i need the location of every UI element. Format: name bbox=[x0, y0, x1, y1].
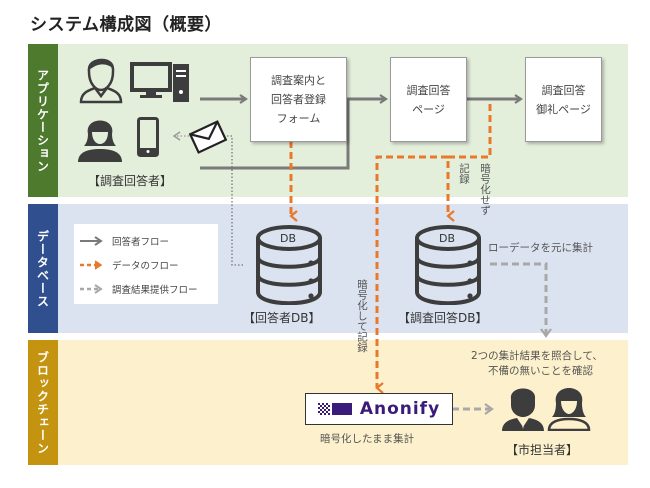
gray-dashed-arrow-icon bbox=[80, 284, 103, 294]
flow-answer-to-blockchain bbox=[375, 155, 448, 394]
survey-db-icon-label: DB bbox=[439, 232, 456, 245]
annotation-compare-line2: 不備の無いことを確認 bbox=[488, 365, 593, 377]
annotation-record: 記録 bbox=[458, 163, 470, 184]
email-envelope-icon bbox=[188, 120, 228, 154]
legend: 回答者フロー データのフロー 調査結果提供フロー bbox=[74, 224, 218, 304]
male-user-icon bbox=[79, 58, 123, 104]
survey-db-caption: 【調査回答DB】 bbox=[398, 311, 488, 325]
annotation-aggregate-encrypted: 暗号化したまま集計 bbox=[320, 433, 415, 445]
annotation-encrypt-and-record: 暗号化して記録 bbox=[356, 279, 368, 353]
pc-tower-icon bbox=[173, 64, 189, 102]
flow-email-dotted bbox=[222, 135, 243, 266]
legend-label: 回答者フロー bbox=[112, 237, 170, 248]
flow-mobile-to-answer bbox=[200, 94, 388, 170]
respondent-db-caption: 【回答者DB】 bbox=[243, 311, 321, 325]
survey-db-icon bbox=[415, 225, 481, 305]
female-staff-icon bbox=[547, 388, 591, 431]
database-section-label: データベース bbox=[28, 204, 58, 333]
flow-answer-to-survey-db bbox=[446, 104, 492, 222]
blockchain-section-label: ブロックチェーン bbox=[28, 340, 58, 465]
page-title: システム構成図（概要） bbox=[30, 15, 222, 35]
anonify-label: Anonify bbox=[359, 399, 441, 419]
anonify-logo-icon bbox=[317, 403, 352, 415]
flow-survey-db-to-staff bbox=[490, 262, 552, 338]
respondent-db-icon bbox=[256, 225, 322, 305]
legend-item-respondent-flow: 回答者フロー bbox=[80, 234, 169, 248]
annotation-unencrypted: 暗号化せず bbox=[479, 163, 491, 216]
male-staff-icon bbox=[502, 388, 544, 431]
legend-item-data-flow: データのフロー bbox=[80, 258, 179, 272]
annotation-raw-data-aggregate: ローデータを元に集計 bbox=[488, 242, 593, 254]
respondent-db-icon-label: DB bbox=[280, 232, 297, 245]
registration-form-box: 調査案内と 回答者登録 フォーム bbox=[250, 57, 347, 142]
orange-dashed-arrow-icon bbox=[80, 260, 103, 270]
anonify-box: Anonify bbox=[305, 393, 453, 425]
female-user-icon bbox=[78, 120, 122, 162]
survey-thanks-page-box: 調査回答 御礼ページ bbox=[525, 57, 602, 142]
legend-label: データのフロー bbox=[112, 261, 179, 272]
city-staff-label: 【市担当者】 bbox=[506, 443, 579, 457]
annotation-compare-line1: 2つの集計結果を照合して、 bbox=[471, 350, 603, 362]
legend-item-result-flow: 調査結果提供フロー bbox=[80, 282, 198, 296]
smartphone-icon bbox=[137, 117, 159, 157]
application-section-label: アプリケーション bbox=[28, 44, 58, 197]
respondents-label: 【調査回答者】 bbox=[88, 174, 173, 188]
survey-answer-page-box: 調査回答 ページ bbox=[390, 57, 467, 142]
solid-arrow-icon bbox=[80, 236, 103, 246]
desktop-monitor-icon bbox=[130, 62, 172, 98]
legend-label: 調査結果提供フロー bbox=[112, 285, 198, 296]
